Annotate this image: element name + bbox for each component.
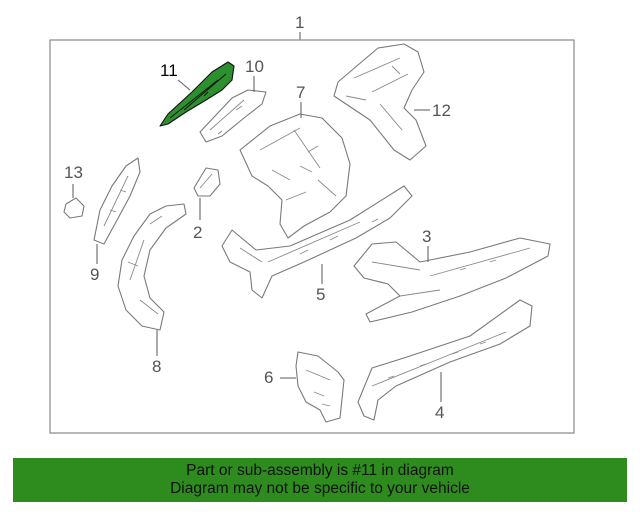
parts-diagram: 1 11 10 7 12 13 9 2 [49, 13, 575, 434]
part-3[interactable] [353, 237, 551, 323]
part-5[interactable] [221, 185, 413, 299]
part-12[interactable] [333, 43, 427, 161]
part-2[interactable] [193, 167, 221, 197]
part-7[interactable] [239, 113, 351, 239]
callout-3: 3 [422, 227, 431, 246]
callout-8: 8 [152, 357, 161, 376]
leader-11 [177, 79, 191, 91]
assembly-frame [49, 39, 575, 434]
part-9[interactable] [93, 157, 141, 245]
callout-13: 13 [64, 163, 83, 182]
callout-11: 11 [160, 61, 178, 80]
part-6[interactable] [295, 351, 345, 423]
banner-line-1: Part or sub-assembly is #11 in diagram [186, 462, 454, 479]
part-11-highlighted[interactable] [159, 61, 235, 127]
callout-6: 6 [264, 368, 273, 387]
callout-5: 5 [316, 285, 325, 304]
part-10[interactable] [199, 89, 267, 143]
part-8[interactable] [117, 203, 187, 331]
callout-12: 12 [432, 101, 451, 120]
callout-7: 7 [296, 83, 305, 102]
callout-4: 4 [435, 403, 444, 422]
callout-1: 1 [295, 13, 304, 32]
part-13[interactable] [63, 197, 85, 219]
callout-2: 2 [193, 223, 202, 242]
callout-10: 10 [245, 57, 264, 76]
callout-9: 9 [90, 265, 99, 284]
banner-line-2: Diagram may not be specific to your vehi… [170, 480, 470, 497]
part-4[interactable] [357, 299, 533, 421]
info-banner: Part or sub-assembly is #11 in diagram D… [13, 458, 627, 502]
